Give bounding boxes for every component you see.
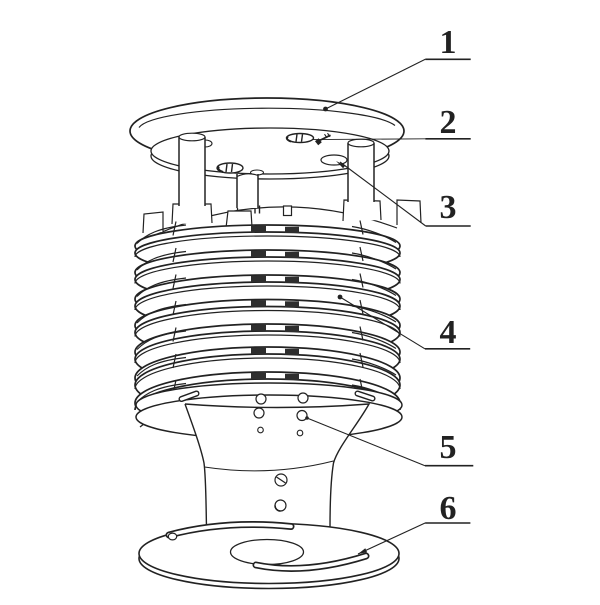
- svg-text:2: 2: [440, 104, 457, 141]
- svg-text:1: 1: [440, 24, 457, 61]
- svg-text:3: 3: [440, 189, 457, 226]
- svg-text:5: 5: [440, 429, 457, 466]
- svg-text:4: 4: [440, 314, 457, 351]
- svg-text:6: 6: [440, 490, 457, 527]
